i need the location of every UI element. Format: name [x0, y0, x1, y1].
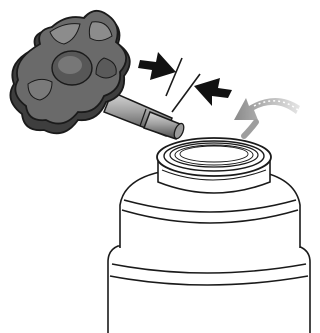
rotation-arrow-icon [234, 98, 300, 136]
knob-shaft-icon [104, 92, 186, 140]
align-arrows-icon [138, 52, 232, 112]
reservoir-body-icon [108, 158, 310, 333]
reservoir-neck-icon [157, 138, 271, 176]
